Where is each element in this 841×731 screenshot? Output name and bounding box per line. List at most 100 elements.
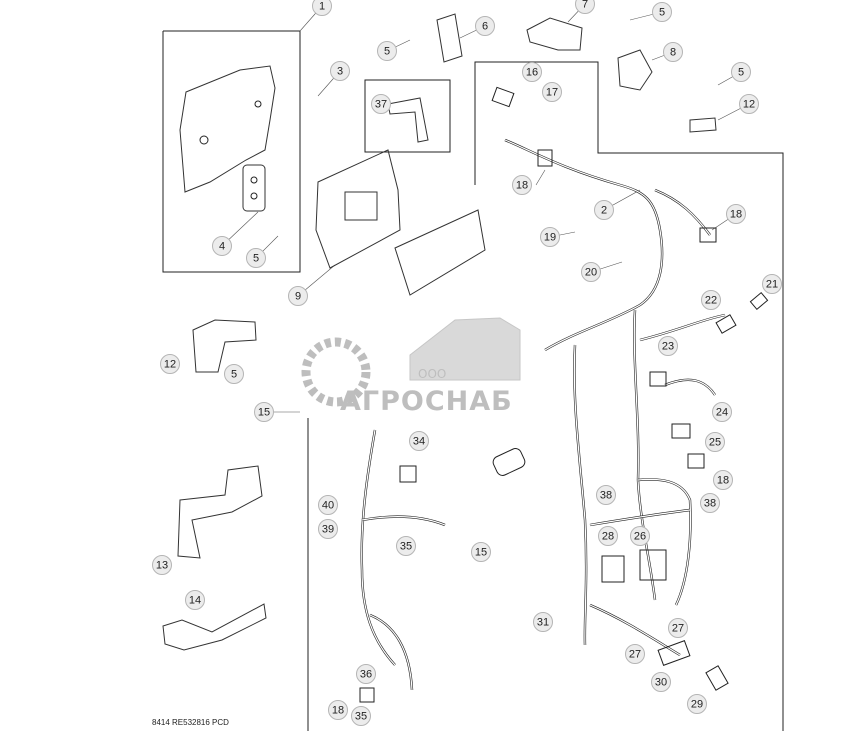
callout-bubble [540,227,560,247]
callout-label: 35 [355,711,367,723]
callout-5: 5 [652,2,672,22]
callout-label: 27 [672,623,684,635]
callout-label: 26 [634,531,646,543]
callout-14: 14 [185,590,205,610]
callout-bubble [630,526,650,546]
callout-35: 35 [351,706,371,726]
callout-40: 40 [318,495,338,515]
callout-label: 37 [375,99,387,111]
callout-bubble [762,274,782,294]
callout-bubble [160,354,180,374]
harness-frame [474,61,784,731]
callout-25: 25 [705,432,725,452]
callout-bubble [712,402,732,422]
callout-31: 31 [533,612,553,632]
callout-bubble [596,485,616,505]
callout-label: 18 [730,209,742,221]
bracket-7 [526,17,583,51]
callout-29: 29 [687,694,707,714]
callout-label: 29 [691,699,703,711]
callout-bubble [522,62,542,82]
callout-bubble [700,493,720,513]
callout-23: 23 [658,336,678,356]
callout-label: 5 [659,7,665,19]
callout-label: 2 [601,205,607,217]
callout-39: 39 [318,519,338,539]
callout-5: 5 [377,41,397,61]
callout-label: 5 [738,67,744,79]
callout-label: 27 [629,649,641,661]
callout-label: 38 [704,498,716,510]
callout-3: 3 [330,61,350,81]
callout-22: 22 [701,290,721,310]
callout-7: 7 [575,0,595,14]
callout-26: 26 [630,526,650,546]
callout-19: 19 [540,227,560,247]
callout-label: 39 [322,524,334,536]
callout-27: 27 [668,618,688,638]
callout-38: 38 [700,493,720,513]
callout-bubble [533,612,553,632]
bracket-37 [387,97,429,143]
callout-label: 18 [516,180,528,192]
callout-2: 2 [594,200,614,220]
callout-4: 4 [212,236,232,256]
callout-label: 18 [332,705,344,717]
callout-28: 28 [598,526,618,546]
callout-label: 19 [544,232,556,244]
callout-12: 12 [739,94,759,114]
callout-bubble [687,694,707,714]
callout-16: 16 [522,62,542,82]
callout-label: 8 [670,47,676,59]
callout-bubble [288,286,308,306]
callout-30: 30 [651,672,671,692]
callout-bubble [598,526,618,546]
callout-9: 9 [288,286,308,306]
callout-bubble [731,62,751,82]
callout-bubble [663,42,683,62]
callout-35: 35 [396,536,416,556]
callout-bubble [318,495,338,515]
callout-label: 5 [253,253,259,265]
callout-label: 23 [662,341,674,353]
callout-36: 36 [356,664,376,684]
callout-bubble [581,262,601,282]
callout-38: 38 [596,485,616,505]
callout-bubble [409,431,429,451]
control-unit [315,149,401,269]
callout-bubble [351,706,371,726]
callout-label: 17 [546,87,558,99]
callout-bubble [377,41,397,61]
bracket-13 [177,465,263,559]
callout-label: 35 [400,541,412,553]
callout-8: 8 [663,42,683,62]
callout-label: 13 [156,560,168,572]
callout-bubble [705,432,725,452]
callout-15: 15 [471,542,491,562]
callout-label: 36 [360,669,372,681]
bracket-8 [617,49,653,91]
bracket-14 [162,603,267,651]
callout-bubble [542,82,562,102]
callout-21: 21 [762,274,782,294]
callout-bubble [312,0,332,16]
callout-label: 5 [384,46,390,58]
callout-17: 17 [542,82,562,102]
callout-34: 34 [409,431,429,451]
callout-label: 30 [655,677,667,689]
callout-bubble [575,0,595,14]
callout-label: 18 [717,475,729,487]
callout-5: 5 [224,364,244,384]
callout-label: 14 [189,595,201,607]
callout-bubble [396,536,416,556]
callout-bubble [726,204,746,224]
callout-label: 15 [258,407,270,419]
callout-label: 28 [602,531,614,543]
callout-20: 20 [581,262,601,282]
callout-bubble [594,200,614,220]
callout-bubble [701,290,721,310]
callout-27: 27 [625,644,645,664]
callout-12: 12 [160,354,180,374]
callout-bubble [152,555,172,575]
